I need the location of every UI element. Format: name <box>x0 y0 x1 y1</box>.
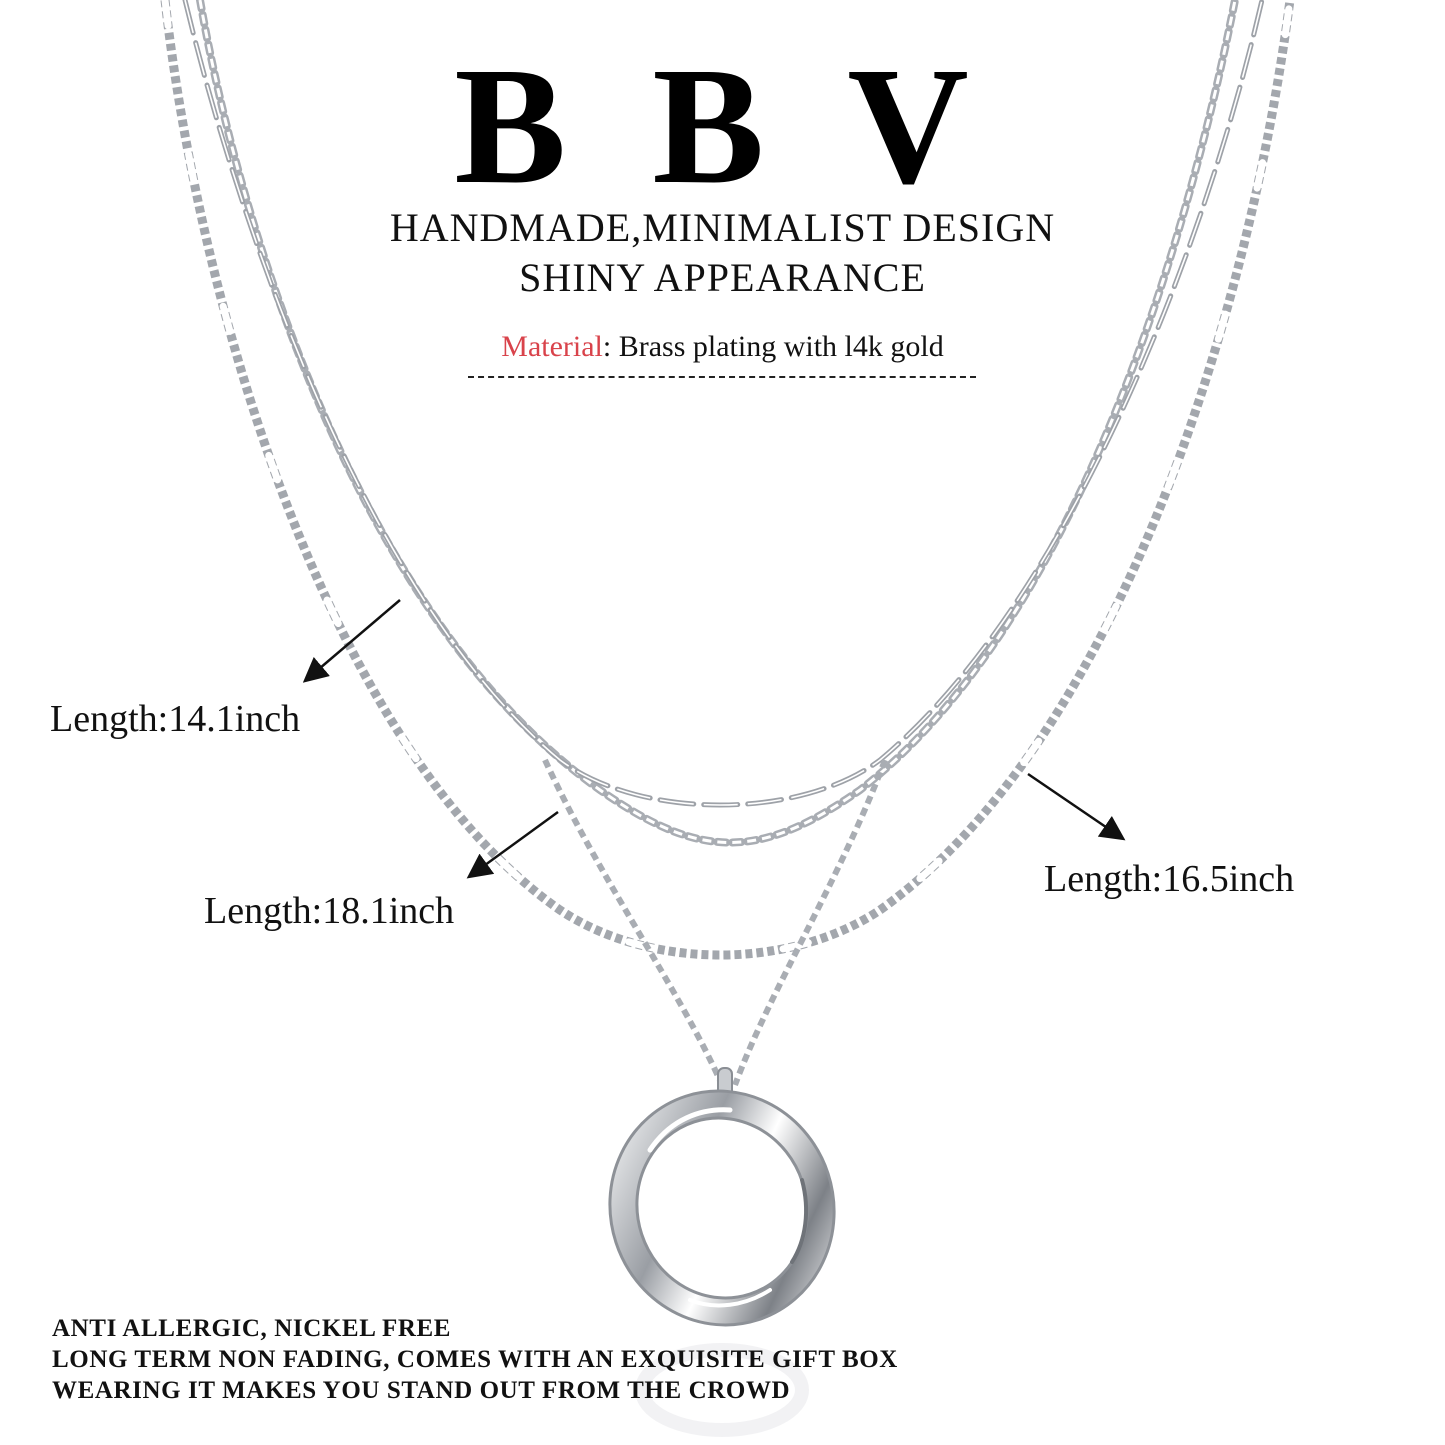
brand-logo: B B V <box>454 33 991 219</box>
pointer-arrow-icon <box>466 810 559 879</box>
twisted-ring-pendant-icon <box>608 1089 836 1437</box>
pointer-arrow-icon <box>1027 772 1126 841</box>
pointer-arrow-icon <box>302 599 401 683</box>
chain-strand-oval <box>182 0 1265 808</box>
length-label-long: Length:18.1inch <box>204 890 455 932</box>
feature-list: ANTI ALLERGIC, NICKEL FREE LONG TERM NON… <box>52 1316 898 1409</box>
feature-item: WEARING IT MAKES YOU STAND OUT FROM THE … <box>52 1377 791 1404</box>
feature-item: ANTI ALLERGIC, NICKEL FREE <box>52 1315 452 1342</box>
length-label-short: Length:14.1inch <box>50 698 301 740</box>
tagline-line-1: HANDMADE,MINIMALIST DESIGN <box>389 205 1056 250</box>
chain-strand-satellite <box>160 0 1295 960</box>
feature-item: LONG TERM NON FADING, COMES WITH AN EXQU… <box>52 1346 898 1373</box>
dashed-divider <box>468 376 976 378</box>
material-value: Brass plating with l4k gold <box>618 330 944 363</box>
length-label-mid: Length:16.5inch <box>1044 858 1295 900</box>
material-label: Material <box>501 330 603 363</box>
tagline-line-2: SHINY APPEARANCE <box>519 255 926 300</box>
material-separator: : <box>602 330 612 363</box>
material-line: Material: Brass plating with l4k gold <box>0 332 1445 362</box>
